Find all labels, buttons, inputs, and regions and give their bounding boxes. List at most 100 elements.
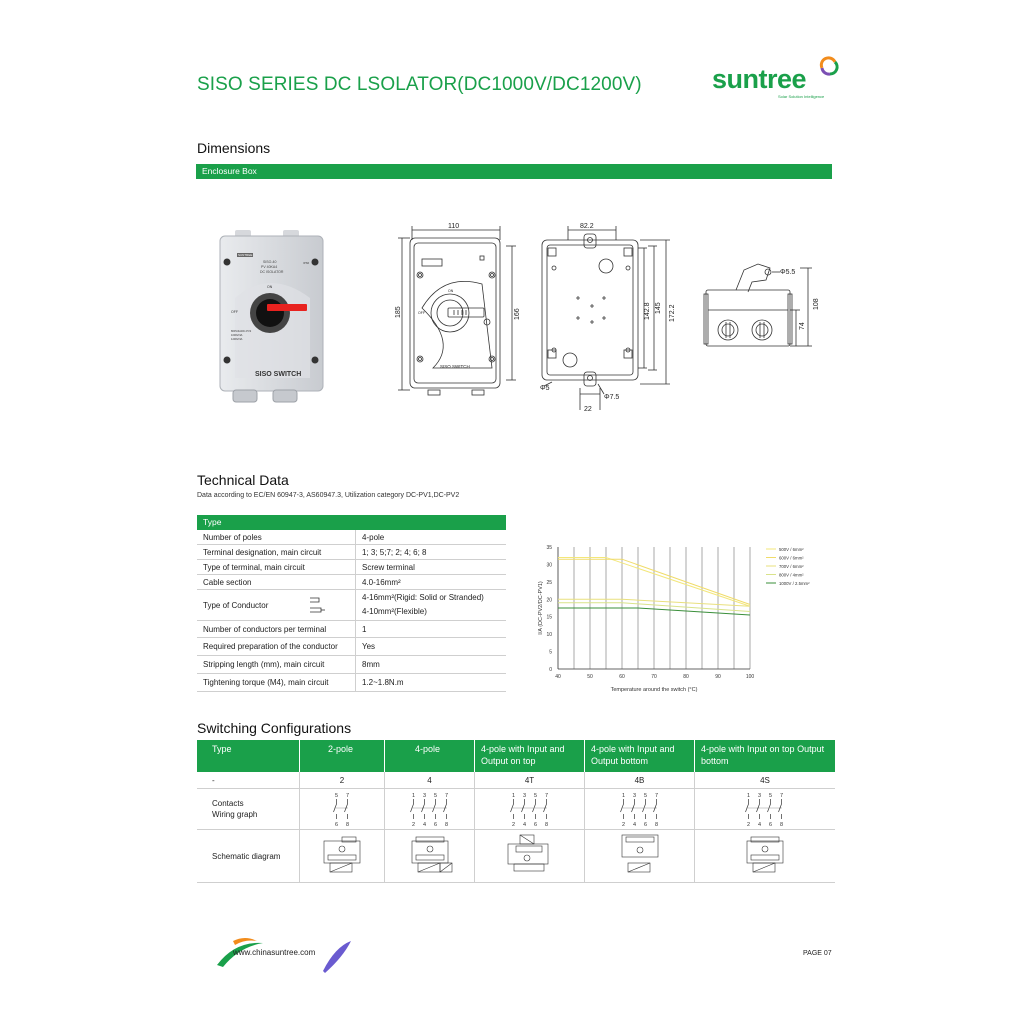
code-4s: 4S [760, 775, 770, 785]
svg-text:2: 2 [747, 822, 750, 827]
logo-word: suntree [712, 64, 807, 94]
svg-text:1200V/4A: 1200V/4A [231, 337, 243, 341]
y-tick-label: 15 [546, 615, 552, 621]
svg-text:8: 8 [444, 822, 447, 827]
page-number: PAGE 07 [803, 950, 832, 957]
conductor-icon [310, 597, 325, 613]
svg-text:2: 2 [411, 822, 414, 827]
header-4-pole: 4-pole [385, 740, 475, 772]
x-tick-label: 50 [587, 674, 593, 680]
derating-chart: I/A (DC-PV2/DC-PV1) Temperature around t… [538, 545, 810, 693]
svg-text:1: 1 [411, 793, 414, 799]
svg-text:5: 5 [335, 793, 338, 799]
schematic-diagram-icon [746, 836, 784, 873]
svg-text:1: 1 [621, 793, 624, 799]
series-line [558, 607, 751, 616]
svg-text:82.2: 82.2 [580, 223, 594, 230]
enclosure-box-bar: Enclosure Box [196, 164, 832, 179]
x-axis-label: Temperature around the switch (°C) [611, 687, 698, 693]
switching-heading: Switching Configurations [197, 720, 352, 736]
series-line [558, 558, 751, 605]
svg-text:166: 166 [514, 308, 521, 320]
header-4t: 4-pole with Input and Output on top [475, 740, 585, 772]
svg-text:8: 8 [654, 822, 657, 827]
svg-text:6: 6 [533, 822, 536, 827]
codes-row: - 2 4 4T 4B 4S [197, 772, 835, 789]
suntree-logo: suntree Solar Solution Intelligence [712, 56, 839, 100]
x-tick-label: 90 [715, 674, 721, 680]
svg-text:OFF: OFF [231, 310, 238, 314]
svg-text:5: 5 [433, 793, 436, 799]
schematic-4 [385, 830, 475, 882]
svg-text:OFF: OFF [418, 311, 425, 315]
x-tick-label: 80 [683, 674, 689, 680]
x-tick-label: 70 [651, 674, 657, 680]
svg-text:SUNTREE: SUNTREE [238, 253, 252, 257]
svg-text:110: 110 [448, 223, 459, 230]
svg-text:22: 22 [584, 406, 592, 413]
type-bar: Type [197, 515, 506, 530]
svg-text:4: 4 [632, 822, 635, 827]
svg-text:Φ5.5: Φ5.5 [780, 269, 795, 276]
svg-text:7: 7 [444, 793, 447, 799]
legend-entry: 800V / 4mm² [779, 572, 804, 577]
svg-text:3: 3 [632, 793, 635, 799]
logo-tagline: Solar Solution Intelligence [778, 94, 825, 99]
series-line [558, 602, 751, 612]
schematic-4s [695, 830, 835, 882]
header-type: Type [197, 740, 300, 772]
schematic-diagram-icon [507, 834, 548, 872]
series-line [558, 598, 751, 607]
svg-text:ON: ON [448, 289, 454, 293]
legend-entry: 700V / 6mm² [779, 564, 804, 569]
back-dimension-drawing: 82.2 142.8 145 172.2 Φ5 Φ7.5 22 [540, 223, 676, 413]
svg-text:800V/4A/DC-PV2: 800V/4A/DC-PV2 [231, 329, 252, 333]
y-tick-label: 0 [549, 667, 552, 673]
svg-text:7: 7 [544, 793, 547, 799]
y-tick-label: 5 [549, 650, 552, 656]
svg-text:8: 8 [544, 822, 547, 827]
svg-text:2: 2 [511, 822, 514, 827]
y-tick-label: 35 [546, 545, 552, 551]
svg-text:6: 6 [769, 822, 772, 827]
svg-text:SISO SWITCH: SISO SWITCH [255, 371, 301, 378]
page-title: SISO SERIES DC LSOLATOR(DC1000V/DC1200V) [197, 74, 642, 95]
y-tick-label: 25 [546, 580, 552, 586]
technical-subtitle: Data according to EC/EN 60947-3, AS60947… [197, 492, 460, 499]
svg-text:1: 1 [747, 793, 750, 799]
svg-text:PV 40KA4: PV 40KA4 [261, 265, 277, 269]
svg-text:2: 2 [621, 822, 624, 827]
header-4s: 4-pole with Input on top Output bottom [701, 744, 825, 766]
schematic-2 [300, 830, 385, 882]
switching-table: Type 2-pole 4-pole 4-pole with Input and… [197, 740, 835, 883]
svg-text:5: 5 [769, 793, 772, 799]
svg-text:4: 4 [522, 822, 525, 827]
svg-text:ON: ON [267, 285, 273, 289]
legend-entry: 600V / 6mm² [779, 555, 804, 560]
schematic-4b [585, 830, 695, 882]
svg-text:IP66: IP66 [303, 261, 310, 265]
x-tick-label: 40 [555, 674, 561, 680]
technical-heading: Technical Data [197, 472, 289, 488]
dimensions-heading: Dimensions [197, 140, 271, 156]
footer-url[interactable]: www.chinasuntree.com [233, 948, 316, 957]
svg-text:7: 7 [346, 793, 349, 799]
table-row: Type of Conductor 4-16mm²(Rigid: Solid o… [197, 589, 506, 621]
svg-text:185: 185 [395, 306, 402, 318]
header-2-pole: 2-pole [300, 740, 385, 772]
svg-text:1: 1 [511, 793, 514, 799]
code-4b: 4B [585, 772, 695, 788]
